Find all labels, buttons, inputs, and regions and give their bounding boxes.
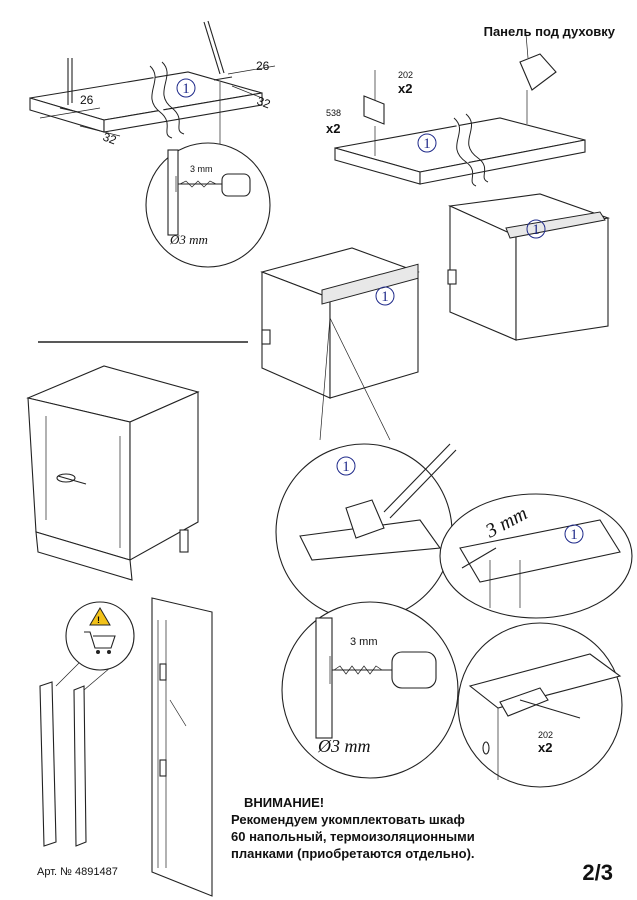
thermal-strips (39, 655, 125, 847)
drill-depth-label-top: 3 mm (190, 164, 213, 174)
cabinet-front-view: 1 (260, 247, 420, 399)
svg-text:!: ! (97, 615, 100, 625)
page-number: 2/3 (582, 860, 613, 885)
screw-qty-label: x2 (398, 81, 412, 96)
detail-drilling-bottom: 3 mm Ø3 mm (281, 601, 459, 779)
cart-callout: ! (65, 601, 135, 671)
screw-code-label: 202 (398, 70, 413, 80)
drill-diameter-label-top: Ø3 mm (169, 232, 208, 247)
panel-number-1: 1 (182, 81, 190, 97)
detail-screw-fix: 202 x2 (457, 622, 623, 788)
drill-depth-label-bottom: 3 mm (350, 636, 378, 648)
bracket-code-label: 538 (326, 108, 341, 118)
warning-text: Рекомендуем укомплектовать шкаф 60 напол… (231, 812, 475, 861)
screw-code-label-2: 202 (538, 730, 553, 740)
screw-qty-label-2: x2 (538, 740, 552, 755)
panel-number-1d: 1 (532, 222, 540, 238)
warning-title: ВНИМАНИЕ! (244, 795, 325, 810)
shopping-cart-icon (84, 631, 116, 654)
drill-diameter-label-bottom: Ø3 mm (317, 736, 371, 756)
panel-number-1e: 1 (342, 459, 350, 475)
panel-brackets-top-right: 1 202 x2 538 x2 (326, 33, 586, 187)
cabinet-assembled-view: 1 (447, 193, 611, 341)
panel-number-1f: 1 (570, 527, 578, 543)
detail-bracket-marking: 1 (275, 317, 457, 621)
dim-32-right: 32 (255, 94, 273, 112)
dim-32-left: 32 (101, 130, 119, 148)
dim-26-left: 26 (80, 93, 94, 107)
article-number: Арт. № 4891487 (37, 866, 118, 878)
page-title: Панель под духовку (483, 24, 615, 39)
dim-26-right: 26 (256, 59, 270, 73)
panel-number-1c: 1 (381, 289, 389, 305)
bracket-qty-label: x2 (326, 121, 340, 136)
warning-block: ВНИМАНИЕ! Рекомендуем укомплектовать шка… (231, 794, 481, 862)
panel-number-1b: 1 (423, 136, 431, 152)
detail-gap: 3 mm 1 (439, 493, 633, 619)
cabinet-side-strip-view (151, 597, 213, 897)
panel-drilling-top-left: 26 32 26 32 1 3 mm Ø3 mm (29, 20, 276, 268)
warning-triangle-icon (89, 607, 111, 626)
cabinet-base-unit (26, 365, 200, 581)
